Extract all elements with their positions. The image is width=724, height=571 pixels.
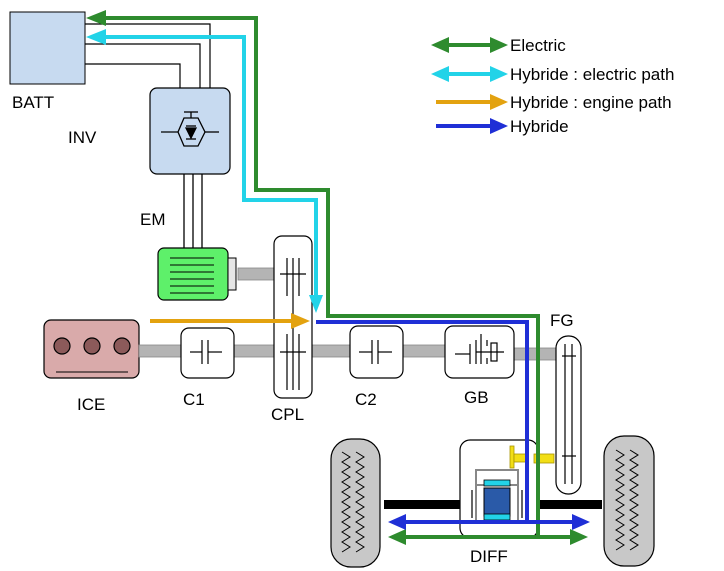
inverter xyxy=(149,87,231,175)
axles xyxy=(384,500,602,509)
differential-label: DIFF xyxy=(470,547,508,566)
hybrid-electric-path-arrowheads xyxy=(86,29,323,313)
cylinder-icon xyxy=(53,337,71,355)
coupling-label: CPL xyxy=(271,405,304,424)
gearbox xyxy=(444,325,515,379)
hybrid-electric-path xyxy=(104,35,318,296)
legend-label: Hybride : electric path xyxy=(510,65,674,84)
hybrid-path-arrowheads xyxy=(388,514,590,530)
final-gear xyxy=(555,335,582,495)
combustion-engine xyxy=(43,319,140,379)
clutch-c2 xyxy=(349,325,404,379)
clutch-c1-label: C1 xyxy=(183,390,205,409)
engine-label: ICE xyxy=(77,395,105,414)
battery-label: BATT xyxy=(12,93,54,112)
differential xyxy=(459,439,555,539)
left-wheel xyxy=(330,438,381,568)
motor-fins-icon xyxy=(170,257,214,294)
legend-label: Electric xyxy=(510,36,566,55)
legend-item-hybrid-engine: Hybride : engine path xyxy=(436,93,672,112)
legend-item-hybrid: Hybride xyxy=(436,117,569,136)
hybrid-path xyxy=(316,320,574,524)
legend-label: Hybride xyxy=(510,117,569,136)
electric-path-arrowheads xyxy=(86,10,588,545)
legend-item-electric: Electric xyxy=(431,36,566,55)
battery-inverter-wires xyxy=(85,23,211,88)
inverter-label: INV xyxy=(68,128,97,147)
inverter-motor-wires xyxy=(183,174,203,250)
cylinder-icon xyxy=(113,337,131,355)
motor-label: EM xyxy=(140,210,166,229)
gearbox-label: GB xyxy=(464,388,489,407)
clutch-c2-label: C2 xyxy=(355,390,377,409)
hybrid-engine-path-arrowhead xyxy=(291,313,310,329)
legend: Electric Hybride : electric path Hybride… xyxy=(431,36,674,136)
electric-path xyxy=(104,16,572,539)
motor-shaft xyxy=(237,267,275,281)
electric-motor xyxy=(157,247,237,301)
legend-label: Hybride : engine path xyxy=(510,93,672,112)
cylinder-icon xyxy=(83,337,101,355)
motor-endcap xyxy=(227,257,237,291)
igbt-icon xyxy=(161,111,219,147)
legend-item-hybrid-electric: Hybride : electric path xyxy=(431,65,674,84)
battery xyxy=(9,11,86,85)
diff-input-gear xyxy=(509,445,515,469)
final-gear-label: FG xyxy=(550,311,574,330)
motor-body xyxy=(157,247,229,301)
clutch-c1 xyxy=(180,327,235,379)
battery-box xyxy=(9,11,86,85)
right-wheel xyxy=(603,435,655,567)
